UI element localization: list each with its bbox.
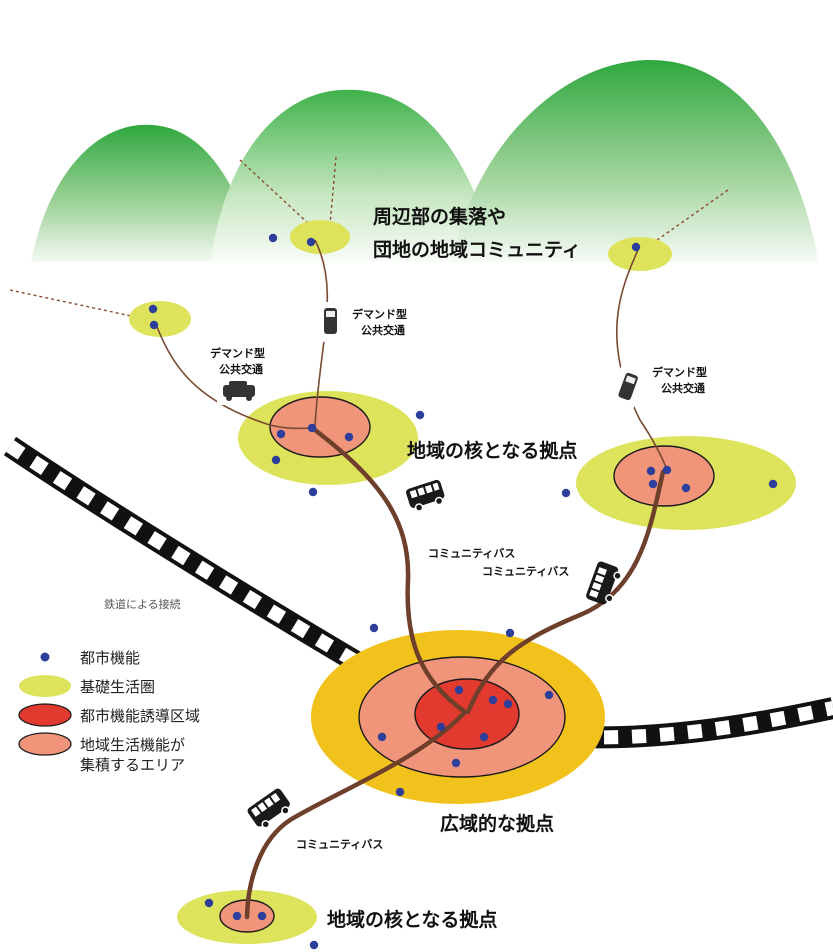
- peripheral-label-line1: 周辺部の集落や: [373, 205, 506, 228]
- bus-routes: [244, 427, 666, 920]
- peripheral-trails: [9, 156, 729, 321]
- legend-item-label: 都市機能: [80, 649, 140, 667]
- settlement-left: [129, 301, 191, 337]
- demand-label-2b: 公共交通: [219, 362, 263, 376]
- wide-hub-label: 広域的な拠点: [440, 812, 554, 835]
- demand-label-2a: デマンド型: [210, 346, 265, 360]
- legend-symbol-city-function: [40, 652, 50, 662]
- mountains: [0, 60, 833, 292]
- rail-connection-label: 鉄道による接続: [104, 597, 181, 611]
- legend: 都市機能 基礎生活圏 都市機能誘導区域 地域生活機能が 集積するエリア: [18, 649, 200, 774]
- demand-label-1b: 公共交通: [361, 323, 405, 337]
- legend-symbol-basic-area: [19, 675, 71, 697]
- city-function-dots: [148, 233, 778, 950]
- local-hub-label-bottom: 地域の核となる拠点: [327, 908, 497, 931]
- legend-symbol-collect-area: [18, 732, 72, 756]
- demand-label-3a: デマンド型: [652, 365, 707, 379]
- car-icon: [316, 302, 342, 342]
- legend-symbol-induction-area: [18, 703, 72, 727]
- mountain-left: [30, 124, 260, 270]
- settlement-top-center: [290, 220, 350, 254]
- legend-item-label-line2: 集積するエリア: [80, 756, 185, 774]
- community-bus-label-1: コミュニティバス: [428, 547, 515, 560]
- peripheral-label-line2: 団地の地域コミュニティ: [373, 238, 581, 261]
- bus-icon: [247, 788, 290, 829]
- bus-icon: [406, 479, 445, 512]
- legend-item-label: 都市機能誘導区域: [80, 707, 200, 725]
- community-bus-label-3: コミュニティバス: [296, 838, 383, 851]
- demand-label-1a: デマンド型: [352, 307, 407, 321]
- community-bus-label-2: コミュニティバス: [482, 565, 569, 578]
- legend-item-label: 地域生活機能が: [80, 736, 185, 754]
- car-icon: [217, 375, 261, 405]
- legend-item-label: 基礎生活圏: [80, 678, 155, 696]
- car-icon: [608, 364, 647, 411]
- local-hub-label-upper: 地域の核となる拠点: [407, 439, 577, 462]
- railway-track-pattern: [6, 440, 833, 745]
- demand-label-3b: 公共交通: [661, 381, 705, 395]
- mountain-center: [210, 89, 500, 271]
- local-hub-right: [576, 436, 796, 530]
- mountain-right: [450, 60, 820, 270]
- settlement-right: [608, 237, 672, 271]
- settlements: [129, 220, 672, 337]
- bus-icon: [586, 561, 622, 605]
